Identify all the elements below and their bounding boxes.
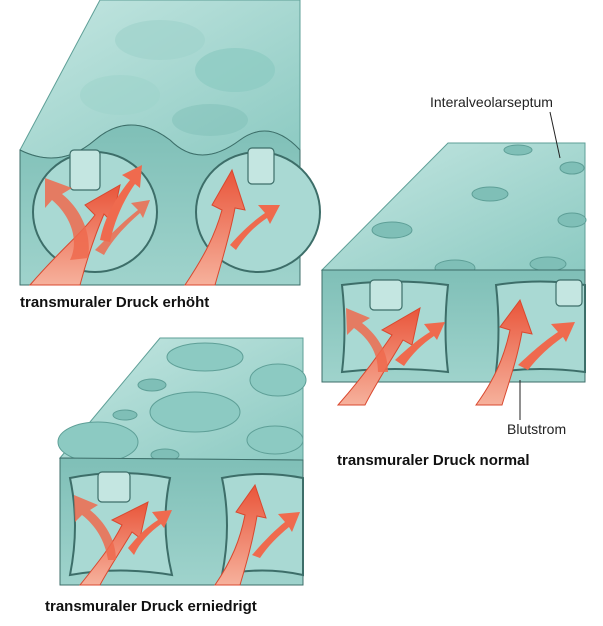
blood-flow-arrow [74,495,172,586]
caption-pressure-reduced: transmuraler Druck erniedrigt [45,598,257,615]
panel-normal [320,142,587,406]
blood-flow-arrow [336,307,445,406]
blood-flow-arrow [28,165,150,286]
caption-pressure-elevated: transmuraler Druck erhöht [20,294,210,311]
blood-flow-arrow [214,483,300,586]
caption-pressure-normal: transmuraler Druck normal [337,452,530,469]
leader-line-septum [549,111,561,159]
blood-flow-arrow [475,298,575,406]
label-blood-flow: Blutstrom [507,421,567,437]
septum-top-surface [320,142,586,271]
blood-flow-arrow [184,168,280,286]
label-interalveolar-septum: Interalveolarseptum [430,94,553,110]
panel-reduced [57,337,307,586]
panel-elevated [19,0,321,286]
